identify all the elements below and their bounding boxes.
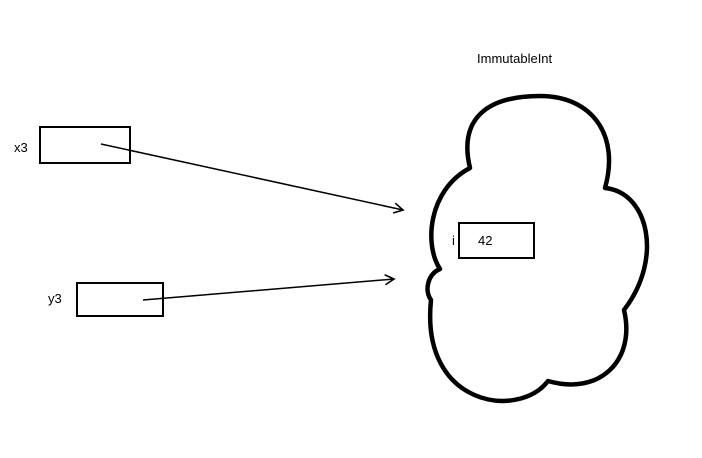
- y3-reference-arrow: [142, 274, 396, 301]
- field-value-box: [458, 222, 535, 259]
- x3-reference-arrow: [100, 143, 405, 214]
- variable-y3-box: [76, 282, 164, 317]
- field-value-text: 42: [478, 233, 493, 248]
- variable-x3-label: x3: [14, 140, 28, 155]
- variable-y3-label: y3: [48, 291, 62, 306]
- object-class-label: ImmutableInt: [477, 51, 553, 66]
- object-cloud: [425, 93, 650, 404]
- variable-x3-box: [39, 126, 131, 164]
- field-name-label: i: [452, 233, 455, 248]
